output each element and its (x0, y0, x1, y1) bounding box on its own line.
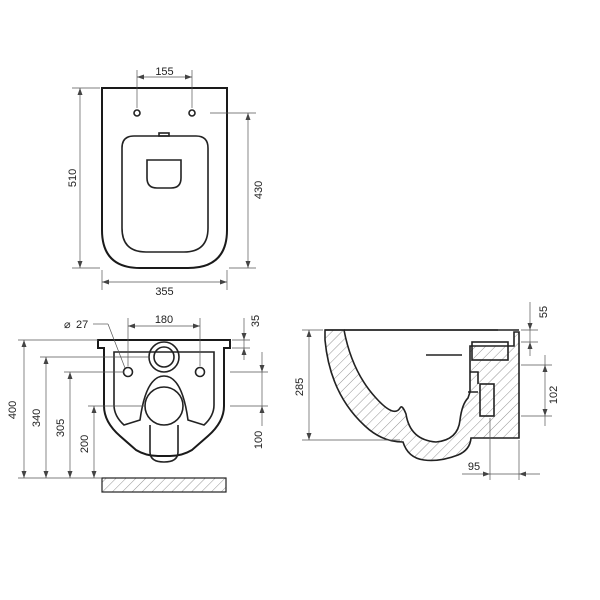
dim-155-label: 155 (155, 66, 173, 78)
side-section-trap-curve (468, 371, 479, 393)
dim-200-label: 200 (79, 435, 91, 453)
dim-355-label: 355 (155, 286, 173, 298)
rear-view-inlet-outer (148, 341, 180, 373)
top-view-outline (101, 87, 228, 269)
floor-slab (101, 477, 227, 493)
side-section-view: 55 102 285 95 (294, 302, 560, 480)
top-view-rim-slot (158, 132, 170, 137)
top-view: 155 510 430 355 (67, 66, 265, 298)
top-view-bolt-left (133, 109, 141, 117)
dim-400-label: 400 (7, 401, 19, 419)
rear-view-inner-outline (113, 351, 215, 426)
dim-102-label: 102 (548, 386, 560, 404)
side-section-outlet-socket (479, 383, 495, 417)
rear-view-bolt-hole-right (194, 366, 206, 378)
dim-35-label: 35 (250, 315, 262, 327)
dim-27-label: 27 (76, 319, 88, 331)
top-view-drain (146, 159, 182, 189)
dim-100-label: 100 (253, 431, 265, 449)
rear-view-flange-outline (97, 339, 231, 457)
rear-view-trap (149, 425, 179, 463)
dim-510-label: 510 (67, 169, 79, 187)
dim-55-label: 55 (538, 306, 550, 318)
dim-285-label: 285 (294, 378, 306, 396)
dim-430-label: 430 (253, 181, 265, 199)
dim-180-label: 180 (155, 314, 173, 326)
dim-95-label: 95 (468, 461, 480, 473)
rear-view-inlet-inner (153, 346, 175, 368)
rear-view-outlet (144, 386, 184, 426)
side-section-inlet-socket (471, 341, 509, 361)
rear-view-bolt-hole-left (122, 366, 134, 378)
side-section-body (324, 329, 520, 462)
dim-340-label: 340 (31, 409, 43, 427)
rear-view: ⌀ 27 180 35 100 400 340 (7, 314, 268, 493)
top-view-bowl-opening (121, 135, 209, 253)
top-view-bolt-right (188, 109, 196, 117)
dim-diameter-symbol: ⌀ (64, 319, 71, 331)
dim-305-label: 305 (55, 419, 67, 437)
